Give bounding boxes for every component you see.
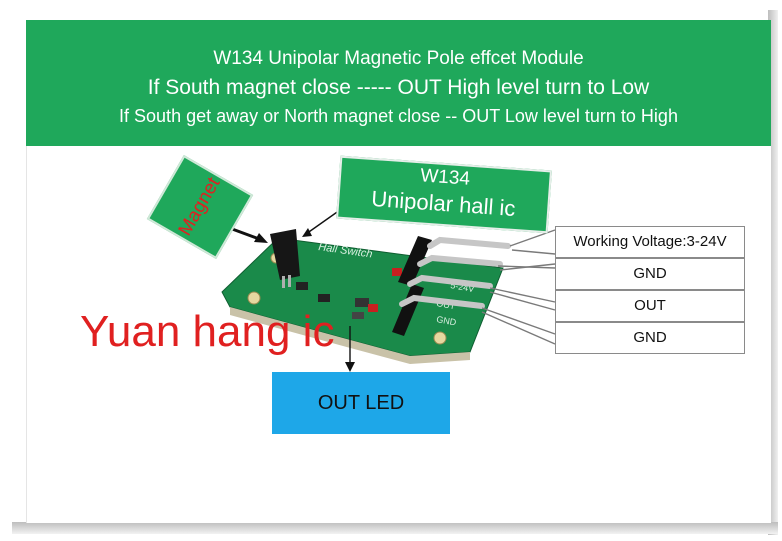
out-led-label: OUT LED xyxy=(272,372,450,434)
frame-shadow-right xyxy=(768,10,778,535)
silk-gnd: GND xyxy=(436,314,458,327)
header-pins xyxy=(399,236,511,309)
pin-leader-lines xyxy=(481,229,556,345)
smd-component xyxy=(355,298,369,307)
banner-title: W134 Unipolar Magnetic Pole effcet Modul… xyxy=(213,48,584,69)
power-led xyxy=(392,268,402,276)
header-banner: W134 Unipolar Magnetic Pole effcet Modul… xyxy=(26,20,771,146)
pin-label-gnd-2: GND xyxy=(555,322,745,354)
smd-component xyxy=(318,294,330,302)
pin-label-gnd: GND xyxy=(555,258,745,290)
out-led xyxy=(368,304,378,312)
ic-arrow xyxy=(305,209,341,235)
frame-shadow-bottom xyxy=(12,522,778,534)
mount-hole xyxy=(247,291,261,305)
hall-sensor xyxy=(270,229,300,280)
pin-label-vcc: Working Voltage:3-24V xyxy=(555,226,745,258)
smd-component xyxy=(352,312,364,319)
watermark-text: Yuan hang ic xyxy=(80,307,335,356)
banner-line-south-close: If South magnet close ----- OUT High lev… xyxy=(147,76,650,99)
pin-label-out: OUT xyxy=(555,290,745,322)
smd-component xyxy=(296,282,308,290)
pcb-edge xyxy=(230,307,470,364)
mount-hole xyxy=(433,331,447,345)
pin-header-housing xyxy=(398,236,432,286)
banner-line-south-away: If South get away or North magnet close … xyxy=(119,106,678,126)
